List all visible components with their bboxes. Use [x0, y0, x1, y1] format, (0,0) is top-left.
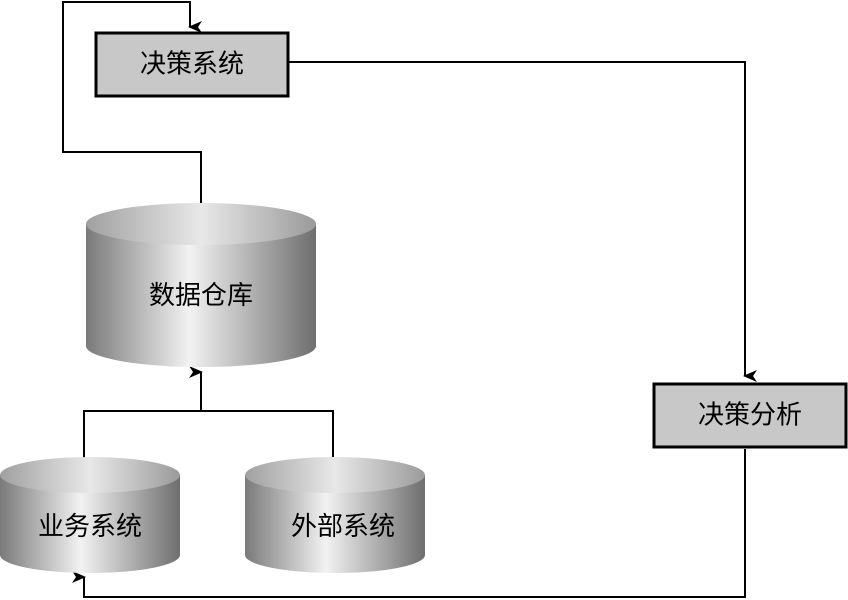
- business-system-label: 业务系统: [38, 512, 142, 542]
- edges: [62, 1, 757, 598]
- decision-system-label: 决策系统: [140, 50, 244, 80]
- node-decision-system: 决策系统: [94, 31, 290, 98]
- business-system-top: [0, 457, 180, 493]
- edge-decision-system-to-analysis: [288, 61, 757, 382]
- node-data-warehouse: 数据仓库: [86, 203, 316, 367]
- node-business-system: 业务系统: [0, 457, 180, 573]
- edge-business-system-up: [83, 410, 334, 460]
- data-warehouse-top: [86, 203, 316, 245]
- external-system-label: 外部系统: [291, 512, 395, 542]
- decision-analysis-box: [652, 382, 848, 449]
- decision-analysis-label: 决策分析: [698, 401, 802, 431]
- edge-analysis-to-business-system: [72, 449, 746, 598]
- business-system-body: [0, 475, 180, 573]
- external-system-top: [245, 457, 425, 493]
- node-decision-analysis: 决策分析: [652, 382, 848, 449]
- edge-warehouse-to-decision-system: [62, 1, 202, 205]
- node-external-system: 外部系统: [245, 457, 425, 573]
- data-warehouse-body: [86, 224, 316, 367]
- data-warehouse-label: 数据仓库: [149, 281, 253, 311]
- decision-system-box: [94, 31, 290, 98]
- external-system-body: [245, 475, 425, 573]
